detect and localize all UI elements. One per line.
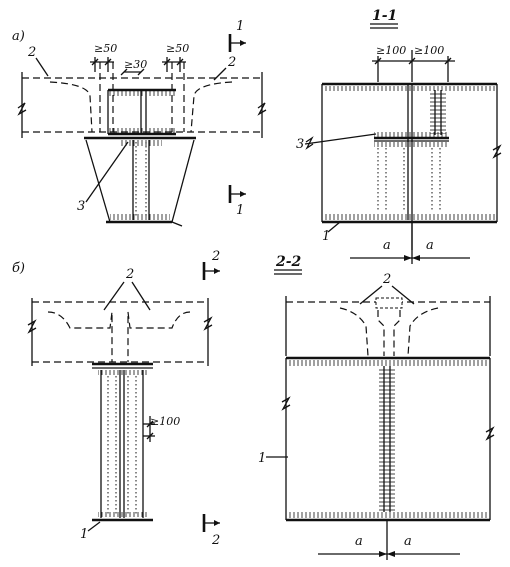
section-2-2-spacing: a a — [318, 520, 460, 560]
section-2-2-callout-2: 2 — [382, 272, 391, 287]
view-b-callout-1: 1 — [80, 527, 88, 542]
view-b: б) 2 — [12, 249, 220, 548]
section-mark-1-bottom: 1 — [236, 203, 244, 218]
view-a: а) — [12, 19, 267, 227]
section-2-2-top-flange — [286, 356, 490, 366]
view-a-girder — [84, 136, 196, 227]
view-a-callout-2-right: 2 — [227, 55, 236, 70]
section-1-1: 1-1 ≥100 ≥100 — [296, 8, 502, 264]
view-a-callout-3: 3 — [77, 199, 85, 214]
view-a-dim-right: ≥50 — [166, 42, 189, 55]
section-2-2-slab — [285, 296, 491, 357]
view-a-top-beam — [107, 88, 176, 136]
section-2-2: 2-2 2 — [258, 254, 495, 560]
view-b-dim-side: ≥100 — [150, 415, 180, 428]
view-a-dim-left: ≥50 — [94, 42, 117, 55]
section-1-1-callout-3: 3 — [296, 137, 304, 152]
section-1-1-title: 1-1 — [372, 8, 397, 24]
view-b-slab — [27, 298, 213, 366]
section-2-2-web — [281, 358, 495, 520]
section-2-2-title: 2-2 — [275, 254, 302, 270]
view-a-dim-mid: ≥30 — [124, 58, 147, 71]
view-b-section-marks: 2 2 — [202, 249, 220, 548]
section-mark-2-bottom: 2 — [211, 533, 220, 548]
section-1-1-top-beam — [321, 82, 502, 222]
section-1-1-spacing: a a — [350, 222, 470, 264]
section-1-1-spacing-right: a — [426, 238, 434, 253]
view-a-callouts: 2 2 3 — [27, 45, 236, 214]
view-b-callout-2: 2 — [125, 267, 134, 282]
section-1-1-dims: ≥100 ≥100 — [372, 44, 455, 82]
view-a-slab — [17, 62, 267, 138]
view-a-callout-2-left: 2 — [27, 45, 36, 60]
section-2-2-callout-1: 1 — [258, 451, 266, 466]
section-2-2-bottom-flange — [286, 512, 490, 522]
view-b-dim: ≥100 — [143, 415, 180, 442]
section-2-2-spacing-left: a — [355, 534, 363, 549]
section-1-1-dim-right: ≥100 — [414, 44, 444, 57]
view-a-section-marks: 1 1 — [228, 19, 246, 218]
section-mark-1-top: 1 — [236, 19, 244, 34]
section-1-1-dim-left: ≥100 — [376, 44, 406, 57]
view-b-label: б) — [12, 261, 25, 276]
section-1-1-bottom-flange — [322, 214, 497, 224]
view-a-label: а) — [12, 29, 25, 44]
view-b-column — [92, 362, 153, 522]
view-a-dims: ≥50 ≥30 ≥50 — [90, 42, 189, 76]
section-mark-2-top: 2 — [211, 249, 220, 264]
section-1-1-plate — [374, 84, 449, 250]
section-1-1-callout-1: 1 — [322, 229, 330, 244]
section-2-2-spacing-right: a — [404, 534, 412, 549]
section-1-1-spacing-left: a — [383, 238, 391, 253]
